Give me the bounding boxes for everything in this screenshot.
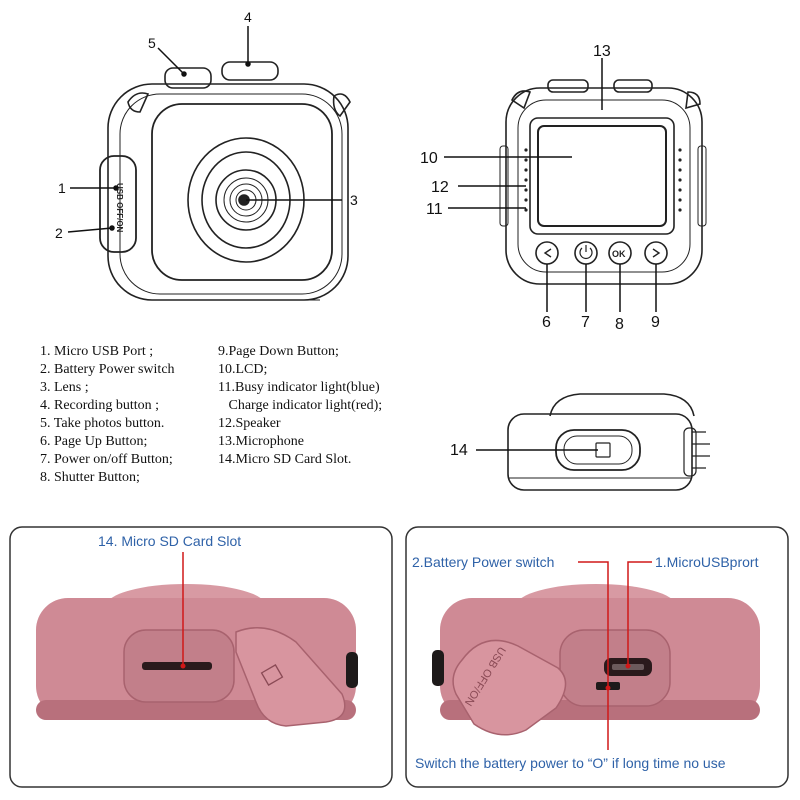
callout-1: 1	[58, 180, 66, 196]
callout-12: 12	[431, 179, 449, 196]
side-view-drawing	[507, 393, 710, 491]
leader-1-dot	[113, 185, 119, 191]
back-left-lug	[510, 90, 532, 110]
back-right-lug	[685, 91, 701, 110]
back-top-button-right	[613, 79, 653, 93]
legend-item: 1. Micro USB Port ;	[40, 344, 154, 359]
photo-right-usb-leader-dot	[625, 663, 631, 669]
legend-item: 12.Speaker	[218, 416, 281, 431]
callout-7: 7	[581, 314, 590, 331]
leader-5	[157, 47, 185, 75]
page-up-button-drawing	[535, 241, 559, 265]
usb-switch-photo: USB OFF/ON	[432, 584, 760, 736]
callout-9: 9	[651, 314, 660, 331]
lcd-frame	[529, 117, 675, 235]
lcd-screen	[537, 125, 667, 227]
back-view-drawing: OK	[499, 79, 707, 285]
speaker-dots	[524, 148, 682, 212]
legend-item: 8. Shutter Button;	[40, 470, 140, 485]
photo-left-label: 14. Micro SD Card Slot	[98, 533, 241, 549]
photo-left-side-knob	[346, 652, 358, 688]
front-panel	[151, 103, 333, 281]
camera-body-outline	[107, 83, 349, 301]
leader-2	[67, 227, 113, 233]
photo-right-side-knob	[432, 650, 444, 686]
callout-13: 13	[593, 43, 611, 60]
photo-right-usb-leader	[627, 561, 652, 666]
back-right-grip	[697, 145, 707, 227]
leader-2-dot	[109, 225, 115, 231]
callout-2: 2	[55, 225, 63, 241]
photo-right-switch-leader	[578, 561, 609, 688]
callout-8: 8	[615, 316, 624, 333]
photo-right-note: Switch the battery power to “O” if long …	[415, 755, 726, 771]
legend-item: 2. Battery Power switch	[40, 362, 175, 377]
back-top-button-left	[547, 79, 589, 93]
legend-item: 6. Page Up Button;	[40, 434, 148, 449]
callout-10: 10	[420, 150, 438, 167]
record-button-drawing	[221, 61, 279, 81]
photo-left-sd-slot	[142, 662, 212, 670]
sd-card-icon	[595, 442, 611, 458]
side-lug-ridges	[692, 431, 710, 469]
side-body-outline	[507, 413, 693, 491]
callout-14: 14	[450, 442, 468, 459]
side-usb-label: USB OFF/ON	[115, 183, 124, 233]
power-icon	[579, 245, 593, 259]
callout-4: 4	[244, 9, 252, 25]
callout-5: 5	[148, 35, 156, 51]
legend-item: 3. Lens ;	[40, 380, 89, 395]
legend-item: 5. Take photos button.	[40, 416, 165, 431]
callout-3: 3	[350, 192, 358, 208]
page-up-icon	[543, 248, 552, 258]
back-callouts	[444, 58, 657, 312]
ok-icon: OK	[612, 249, 626, 259]
legend-item: Charge indicator light(red);	[218, 398, 383, 413]
photo-left-cover-sd-icon	[260, 664, 284, 686]
sd-slot-photo	[36, 584, 358, 727]
photo-left-open-cover	[235, 627, 346, 727]
photo-right-usb-label: 1.MicroUSBprort	[655, 554, 759, 570]
right-lug	[332, 93, 351, 118]
front-view-drawing	[99, 61, 351, 301]
legend-item: 4. Recording button ;	[40, 398, 159, 413]
legend-item: 7. Power on/off Button;	[40, 452, 173, 467]
side-top-bulge	[549, 393, 695, 417]
side-lug	[683, 427, 697, 477]
photo-left-leader-dot	[180, 663, 186, 669]
legend-item: 10.LCD;	[218, 362, 268, 377]
photo-right-open-cover	[452, 639, 567, 736]
page-down-button-drawing	[644, 241, 668, 265]
legend-item: 11.Busy indicator light(blue)	[218, 380, 380, 395]
legend-item: 9.Page Down Button;	[218, 344, 339, 359]
front-callouts	[67, 26, 342, 233]
page-down-icon	[652, 248, 661, 258]
callout-6: 6	[542, 314, 551, 331]
left-lug	[127, 92, 150, 113]
leader-5-dot	[181, 71, 187, 77]
legend-right: 9.Page Down Button; 10.LCD; 11.Busy indi…	[218, 343, 382, 469]
callout-11: 11	[426, 201, 443, 218]
camera-body-inner	[119, 93, 343, 295]
take-photo-button-drawing	[164, 67, 212, 89]
side-usb-cover	[99, 155, 137, 253]
legend-item: 14.Micro SD Card Slot.	[218, 452, 352, 467]
leader-4-dot	[245, 61, 251, 67]
photo-right-switch-label: 2.Battery Power switch	[412, 554, 554, 570]
legend-item: 13.Microphone	[218, 434, 304, 449]
legend-left: 1. Micro USB Port ; 2. Battery Power swi…	[40, 343, 175, 487]
